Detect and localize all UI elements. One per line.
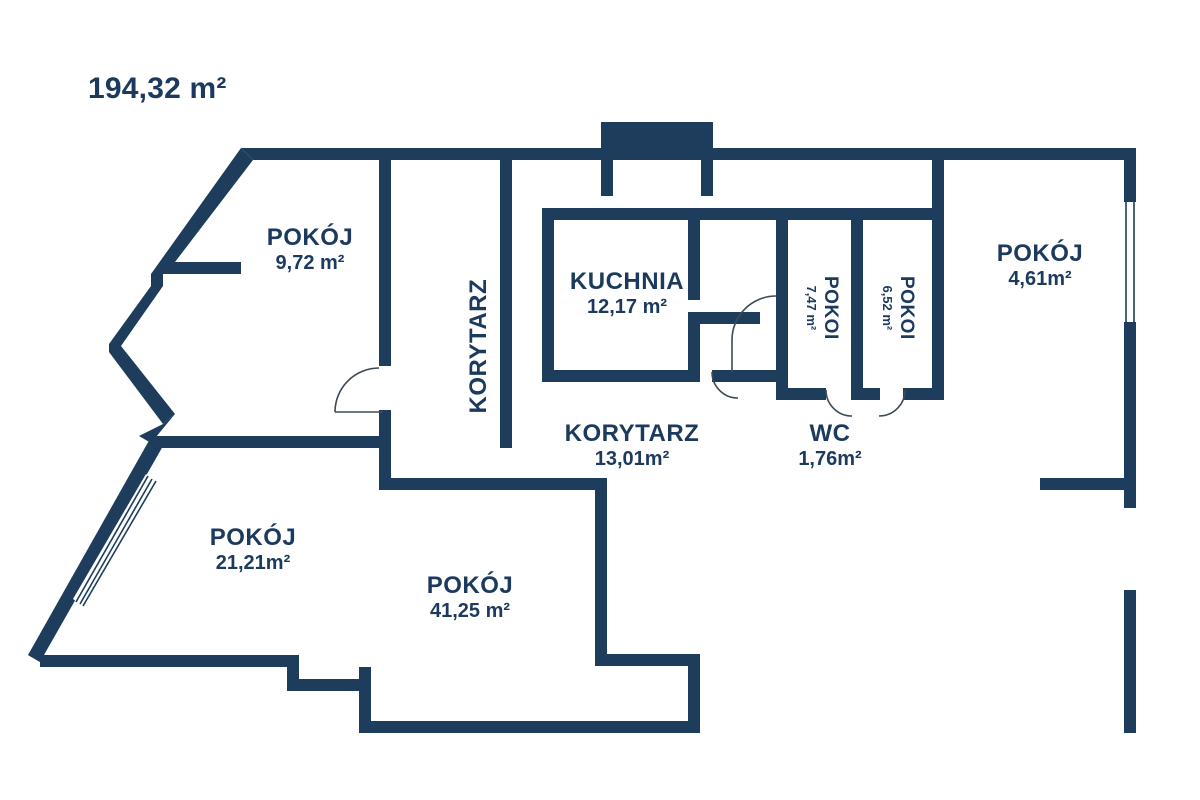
wall-corridor-left-lower [379,410,391,448]
total-area-label: 194,32 m² [88,72,227,105]
room-label-wc: WC 1,76m² [798,420,862,471]
wall-right-top [1124,148,1136,202]
wall-bottom-right-step [607,654,700,666]
wall-bottom-step [287,655,371,691]
room-label-pokoi-747: POKOI 7,47 m² [803,275,841,340]
wall-left-upper [109,148,253,424]
wall-smallroom-right [932,208,944,400]
exterior-walls [28,122,1136,733]
wall-top [241,122,1136,202]
room-label-pokoj-972: POKÓJ 9,72 m² [266,224,354,275]
room-label-pokoj-461: POKÓJ 4,61m² [996,240,1084,291]
wall-mid-horiz [379,478,607,490]
wall-smallroom-bottom-a [776,388,826,400]
wall-kitchen-top [542,208,788,220]
wall-mid-vert-long [595,478,607,666]
room-label-pokoi-652: POKOI 6,52 m² [879,275,917,340]
window-right [1124,202,1136,322]
wall-bottom [359,721,700,733]
wall-smallroom-bottom-c [903,388,944,400]
wall-rightroom-left [932,160,944,220]
window-left-diagonal [73,474,158,607]
wall-kitchen-right-lower [688,324,700,382]
windows [73,474,158,607]
alcove-jamb [627,134,633,152]
room-label-pokoj-4125: POKÓJ 41,25 m² [426,572,514,623]
wall-horiz-divider [151,436,391,448]
wall-bottom-jog [359,679,371,733]
room-label-pokoj-2121: POKÓJ 21,21m² [209,524,297,575]
room-label-kuchnia: KUCHNIA 12,17 m² [569,268,685,319]
door-arcs [334,295,906,417]
wall-smallroom-bottom-b [851,388,880,400]
interior-walls [379,160,944,448]
wall-mid-vert-short [379,436,391,490]
alcove-detail [637,130,705,152]
wall-left-mid [139,414,175,443]
wall-smallroom-left [776,208,788,400]
room-label-korytarz-1301: KORYTARZ 13,01m² [564,420,700,471]
wall-corridor-right [500,160,512,448]
wall-right-bottom [1124,590,1136,733]
wall-smallroom-divider [851,208,863,400]
wall-right-return [1040,478,1136,490]
wall-right-mid [1124,322,1136,508]
wall-bottom-left [28,655,299,667]
wall-kitchen-right-upper [688,208,700,300]
wall-kitchen-left [542,208,554,382]
wall-corridor-left-upper [379,160,391,366]
wall-bottom-right-vert [688,654,700,733]
wall-smallroom-top [788,208,944,220]
wall-kitchen-bottom-right [712,370,788,382]
wall-kitchen-bottom [542,370,700,382]
wall-left-lower [28,437,163,662]
wall-kitchen-inner-horiz [688,312,760,324]
room-label-korytarz-vertical: KORYTARZ [464,278,492,414]
